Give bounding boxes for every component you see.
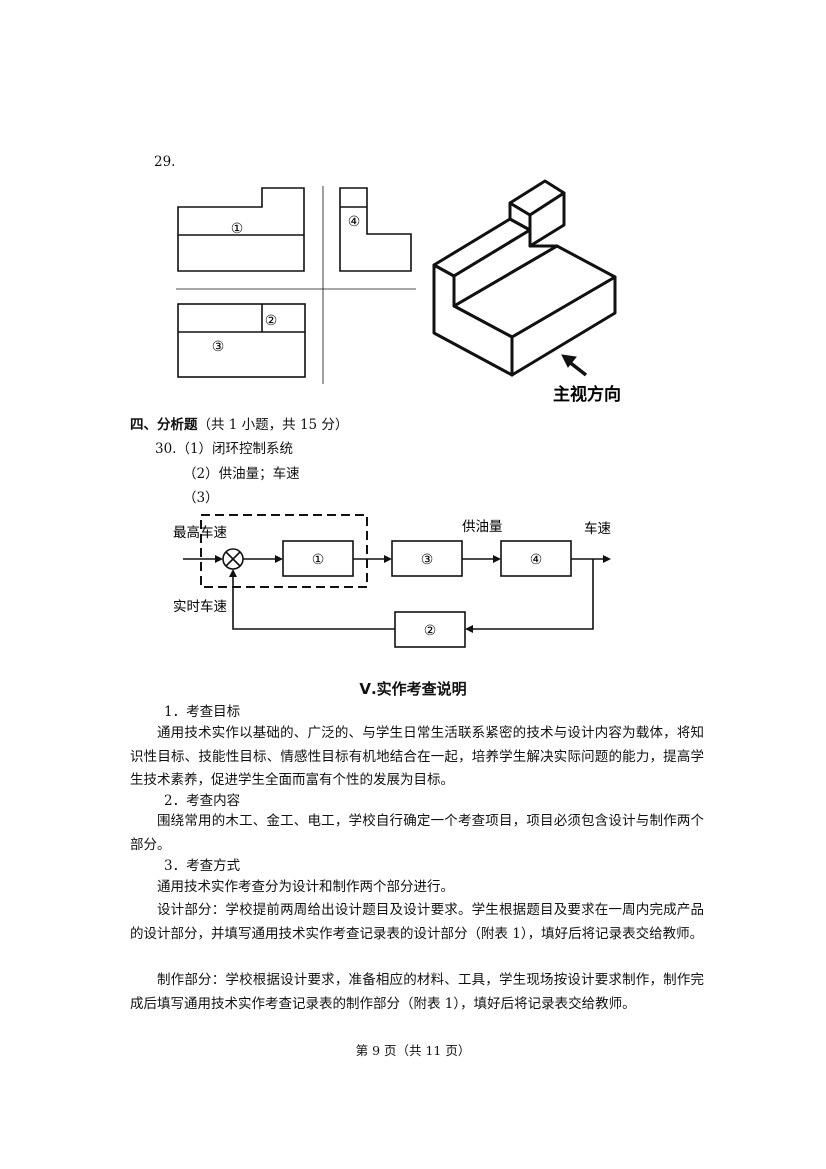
comparator-cross-2 [225, 551, 241, 567]
heading-objectives: 1．考查目标 [164, 704, 241, 720]
feedback-line-to-comparator [232, 571, 395, 630]
fuel-supply-label: 供油量 [462, 519, 503, 535]
page-footer: 第 9 页（共 11 页） [355, 1043, 471, 1058]
paragraph-content: 围绕常用的木工、金工、电工，学校自行确定一个考查项目，项目必须包含设计与制作两个… [130, 813, 704, 853]
view-direction-caption: 主视方向 [553, 384, 621, 405]
section-5-title: Ⅴ.实作考查说明 [359, 680, 467, 698]
q30-answer-1: 30.（1）闭环控制系统 [155, 441, 294, 457]
controller-dashed-boundary [200, 514, 368, 588]
view-direction-arrow [561, 354, 588, 377]
label-3: ③ [212, 339, 225, 355]
feedback-label: 实时车速 [173, 598, 227, 615]
arrow-output [603, 555, 611, 563]
feedback-line-to-block2 [467, 559, 594, 630]
control-block-diagram: ① ③ ④ ② 最高车速 实时车速 供油量 车速 [173, 514, 611, 648]
three-view-drawing: ① ④ ② ③ [176, 186, 416, 384]
input-label: 最高车速 [173, 524, 227, 541]
block-1-label: ① [312, 552, 325, 568]
label-1: ① [231, 221, 244, 237]
block-4-label: ④ [530, 552, 543, 568]
paragraph-making-part: 制作部分：学校根据设计要求，准备相应的材料、工具，学生现场按设计要求制作，制作完… [130, 972, 704, 1012]
arrow-input [215, 555, 223, 563]
paragraph-design-part: 设计部分：学校提前两周给出设计题目及设计要求。学生根据题目及要求在一周内完成产品… [130, 902, 704, 942]
arrow-to-block2 [465, 625, 473, 633]
output-label: 车速 [584, 520, 611, 537]
top-view-outline [177, 303, 306, 378]
block-2-label: ② [424, 623, 437, 639]
section-4-title: 四、分析题（共 1 小题，共 15 分） [130, 416, 348, 434]
paragraph-objectives: 通用技术实作以基础的、广泛的、与学生日常生活联系紧密的技术与设计内容为载体，将知… [130, 725, 704, 789]
question-29-number: 29. [154, 154, 176, 170]
isometric-drawing: 主视方向 [432, 179, 621, 405]
arrow-to-block3 [384, 555, 392, 563]
label-4: ④ [348, 214, 361, 230]
heading-content: 2．考查内容 [164, 793, 241, 809]
arrow-to-block4 [493, 555, 501, 563]
label-2: ② [265, 313, 278, 329]
arrow-feedback-comparator [229, 569, 237, 577]
tower-right-face [528, 191, 566, 248]
side-view-outline [339, 187, 412, 272]
arrow-to-block1 [275, 555, 283, 563]
section-4-title-bold: 四、分析题 [130, 417, 198, 433]
block-3-label: ③ [421, 552, 434, 568]
heading-method: 3．考查方式 [164, 858, 241, 874]
q30-answer-3: （3） [183, 490, 219, 506]
front-view-outline [177, 187, 305, 272]
paragraph-method: 通用技术实作考查分为设计和制作两个部分进行。 [157, 879, 454, 895]
q30-answer-2: （2）供油量；车速 [183, 466, 300, 482]
section-4-title-rest: （共 1 小题，共 15 分） [197, 417, 349, 433]
